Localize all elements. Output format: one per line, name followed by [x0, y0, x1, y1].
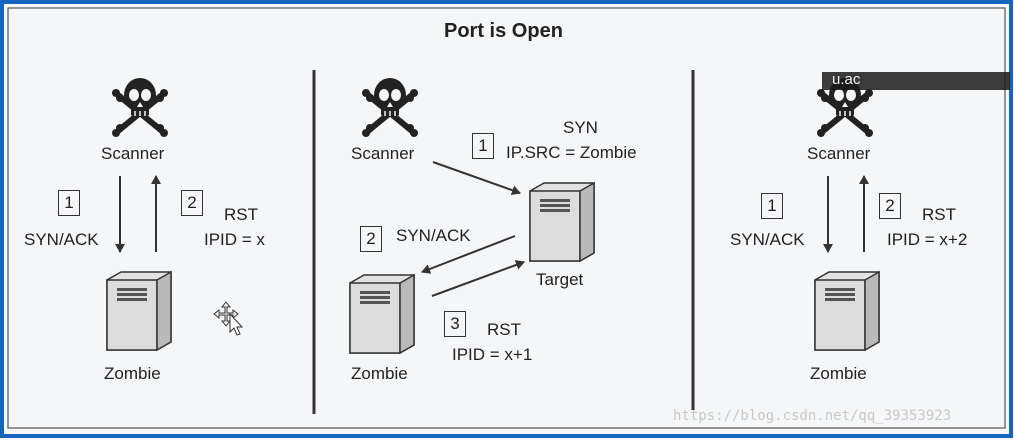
- step-label-left-1: SYN/ACK: [24, 230, 99, 249]
- step-label-middle-1b: IP.SRC = Zombie: [506, 143, 637, 162]
- scanner-label-left: Scanner: [101, 144, 165, 163]
- target-label: Target: [536, 270, 584, 289]
- step-label-left-2a: RST: [224, 205, 258, 224]
- zombie-server-icon-right: [814, 271, 880, 351]
- arrow-target-zombie: [421, 235, 516, 274]
- step-badge-right-2: 2: [879, 193, 901, 219]
- step-label-middle-1a: SYN: [563, 118, 598, 137]
- zombie-label-middle: Zombie: [351, 364, 408, 383]
- step-label-right-2a: RST: [922, 205, 956, 224]
- scanner-label-right: Scanner: [807, 144, 871, 163]
- zombie-server-icon-left: [106, 271, 172, 351]
- step-label-middle-3b: IPID = x+1: [452, 345, 533, 364]
- arrow-scanner-target: [432, 161, 521, 196]
- watermark: https://blog.csdn.net/qq_39353923: [673, 408, 952, 424]
- arrow-zombie-target: [431, 260, 525, 297]
- zombie-label-left: Zombie: [104, 364, 161, 383]
- step-badge-left-1: 1: [58, 190, 80, 216]
- zombie-label-right: Zombie: [810, 364, 867, 383]
- move-cursor-icon: [213, 301, 244, 336]
- step-badge-left-2: 2: [181, 190, 203, 216]
- step-label-middle-2: SYN/ACK: [396, 226, 471, 245]
- zombie-server-icon-middle: [349, 274, 415, 354]
- overlay-text: u.ac: [832, 71, 861, 88]
- scanner-label-middle: Scanner: [351, 144, 415, 163]
- step-label-right-1: SYN/ACK: [730, 230, 805, 249]
- step-badge-middle-1: 1: [472, 133, 494, 159]
- overlay-strip: [822, 72, 1010, 90]
- step-badge-middle-3: 3: [444, 311, 466, 337]
- target-server-icon: [529, 182, 595, 262]
- step-badge-right-1: 1: [761, 193, 783, 219]
- step-label-right-2b: IPID = x+2: [887, 230, 968, 249]
- step-badge-middle-2: 2: [360, 226, 382, 252]
- step-label-left-2b: IPID = x: [204, 230, 265, 249]
- step-label-middle-3a: RST: [487, 320, 521, 339]
- diagram-title: Port is Open: [444, 20, 563, 42]
